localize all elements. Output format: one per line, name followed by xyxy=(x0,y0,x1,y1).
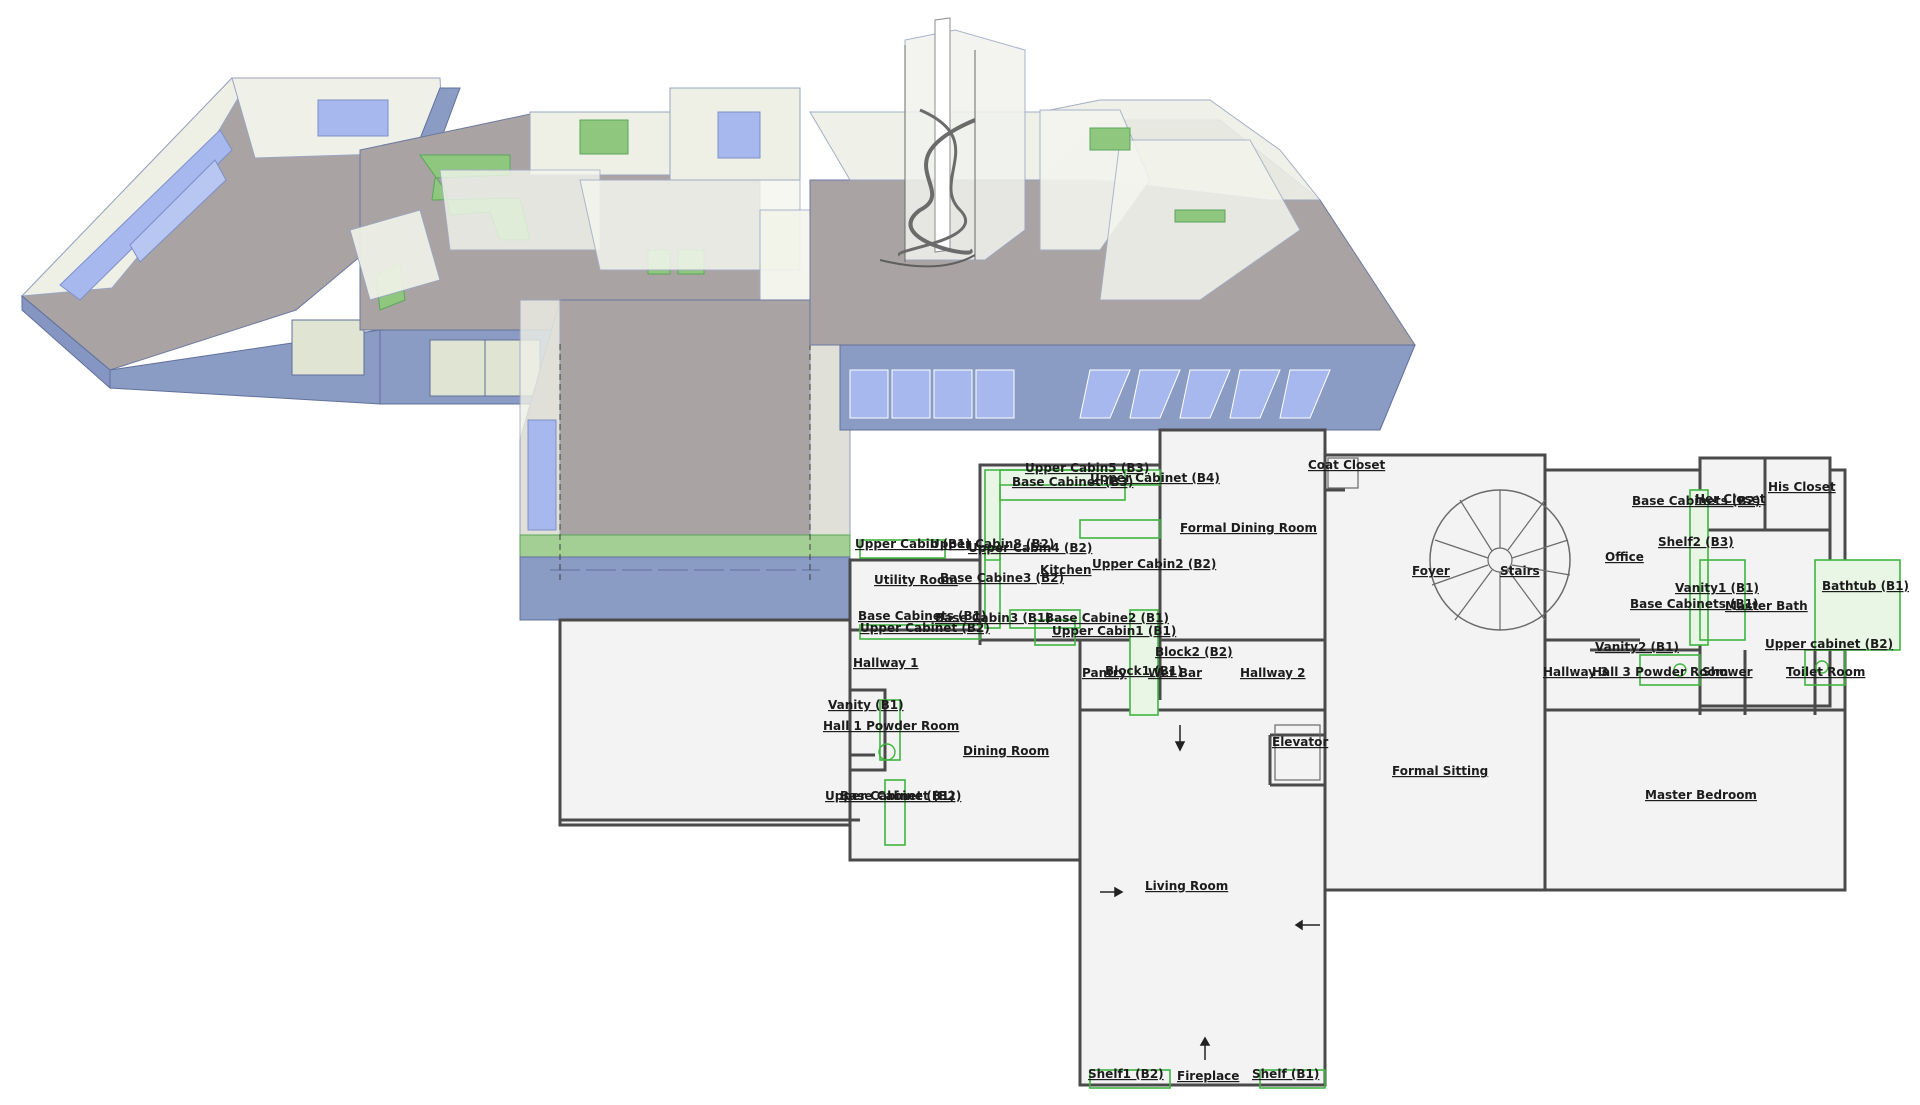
sink-icon xyxy=(1673,663,1687,677)
label-base-cabine3: Base Cabine3 (B2) xyxy=(940,571,1064,585)
label-upper-cabin2: Upper Cabin2 (B2) xyxy=(1092,557,1216,571)
label-base-cabinets-b1: Base Cabinets (B1) xyxy=(858,609,987,623)
label-hallway-3: Hallway 3 xyxy=(1543,665,1609,679)
label-upper-cabin5: Upper Cabin5 (B3) xyxy=(1025,461,1149,475)
label-hall3-powder-room: Hall 3 Powder Room xyxy=(1592,665,1728,679)
label-pantry: Pantry xyxy=(1082,666,1127,680)
label-upper-cabin8: Upper Cabin8 (B2) xyxy=(930,537,1054,551)
label-shelf2: Shelf2 (B3) xyxy=(1658,535,1734,549)
label-office: Office xyxy=(1605,550,1644,564)
label-shower: Shower xyxy=(1702,665,1753,679)
label-upper-cabinet-b4: Upper Cabinet (B4) xyxy=(1090,471,1220,485)
isometric-house-model xyxy=(20,17,1416,621)
label-coat-closet: Coat Closet xyxy=(1308,458,1386,472)
label-formal-dining-room: Formal Dining Room xyxy=(1180,521,1317,535)
label-wet-bar: Wet Bar xyxy=(1148,666,1202,680)
label-base-cabinets-b2: Base Cabinets (B2) xyxy=(1632,494,1761,508)
label-bathtub: Bathtub (B1) xyxy=(1822,579,1909,593)
floor-plan xyxy=(558,428,1901,1089)
label-toilet-room: Toilet Room xyxy=(1786,665,1865,679)
label-base-cabine2: Base Cabine2 (B1) xyxy=(1045,611,1169,625)
label-shelf-b1: Shelf (B1) xyxy=(1252,1067,1319,1081)
interior-walls xyxy=(560,455,1845,822)
label-block2: Block2 (B2) xyxy=(1155,645,1233,659)
toilet-icon xyxy=(1815,660,1829,674)
label-block1: Block1 (B1) xyxy=(1105,664,1183,678)
label-his-closet: His Closet xyxy=(1768,480,1836,494)
label-base-cabin3: Base Cabin3 (B1) xyxy=(935,611,1051,625)
label-upper-cabin-b1: Upper Cabin (B1) xyxy=(855,537,971,551)
entry-arrows xyxy=(1100,725,1320,1060)
room-labels: Coat Closet Upper Cabin5 (B3) Base Cabin… xyxy=(823,458,1909,1083)
label-hall1-powder-room: Hall 1 Powder Room xyxy=(823,719,959,733)
label-her-closet: Her Closet xyxy=(1695,492,1766,506)
label-shelf1: Shelf1 (B2) xyxy=(1088,1067,1164,1081)
spiral-stair-model xyxy=(879,17,1026,268)
label-dining-room: Dining Room xyxy=(963,744,1049,758)
label-living-room: Living Room xyxy=(1145,879,1228,893)
label-elevator: Elevator xyxy=(1272,735,1328,749)
label-fireplace: Fireplace xyxy=(1177,1069,1239,1083)
label-upper-cabinet-b2-mb: Upper cabinet (B2) xyxy=(1765,637,1893,651)
label-hallway-1: Hallway 1 xyxy=(853,656,919,670)
label-upper-cabinet-b1: Upper Cabinet (B1) xyxy=(825,789,955,803)
toilet-icon xyxy=(878,743,896,761)
label-vanity1: Vanity1 (B1) xyxy=(1675,581,1759,595)
spiral-stair-plan xyxy=(1429,489,1571,631)
label-vanity2: Vanity2 (B1) xyxy=(1595,640,1679,654)
cabinet-outlines xyxy=(859,469,1846,1089)
window-row xyxy=(849,369,1331,419)
label-upper-cabin1: Upper Cabin1 (B1) xyxy=(1052,624,1176,638)
label-base-cabinet-b2: Base Cabinet (B2) xyxy=(840,789,961,803)
label-master-bath: Master Bath xyxy=(1725,599,1808,613)
label-hallway-2: Hallway 2 xyxy=(1240,666,1306,680)
label-foyer: Foyer xyxy=(1412,564,1450,578)
label-base-cabinet-b3: Base Cabinet (B3) xyxy=(1012,475,1133,489)
label-stairs: Stairs xyxy=(1500,564,1540,578)
label-base-cabinets-b1-mb: Base Cabinets (B1) xyxy=(1630,597,1759,611)
label-upper-cabinet-b2: Upper Cabinet (B2) xyxy=(860,621,990,635)
label-upper-cabin4: Upper Cabin4 (B2) xyxy=(968,541,1092,555)
label-kitchen: Kitchen xyxy=(1040,563,1092,577)
label-utility-room: Utility Room xyxy=(874,573,958,587)
label-master-bedroom: Master Bedroom xyxy=(1645,788,1757,802)
label-formal-sitting: Formal Sitting xyxy=(1392,764,1488,778)
label-vanity-b1: Vanity (B1) xyxy=(828,698,904,712)
